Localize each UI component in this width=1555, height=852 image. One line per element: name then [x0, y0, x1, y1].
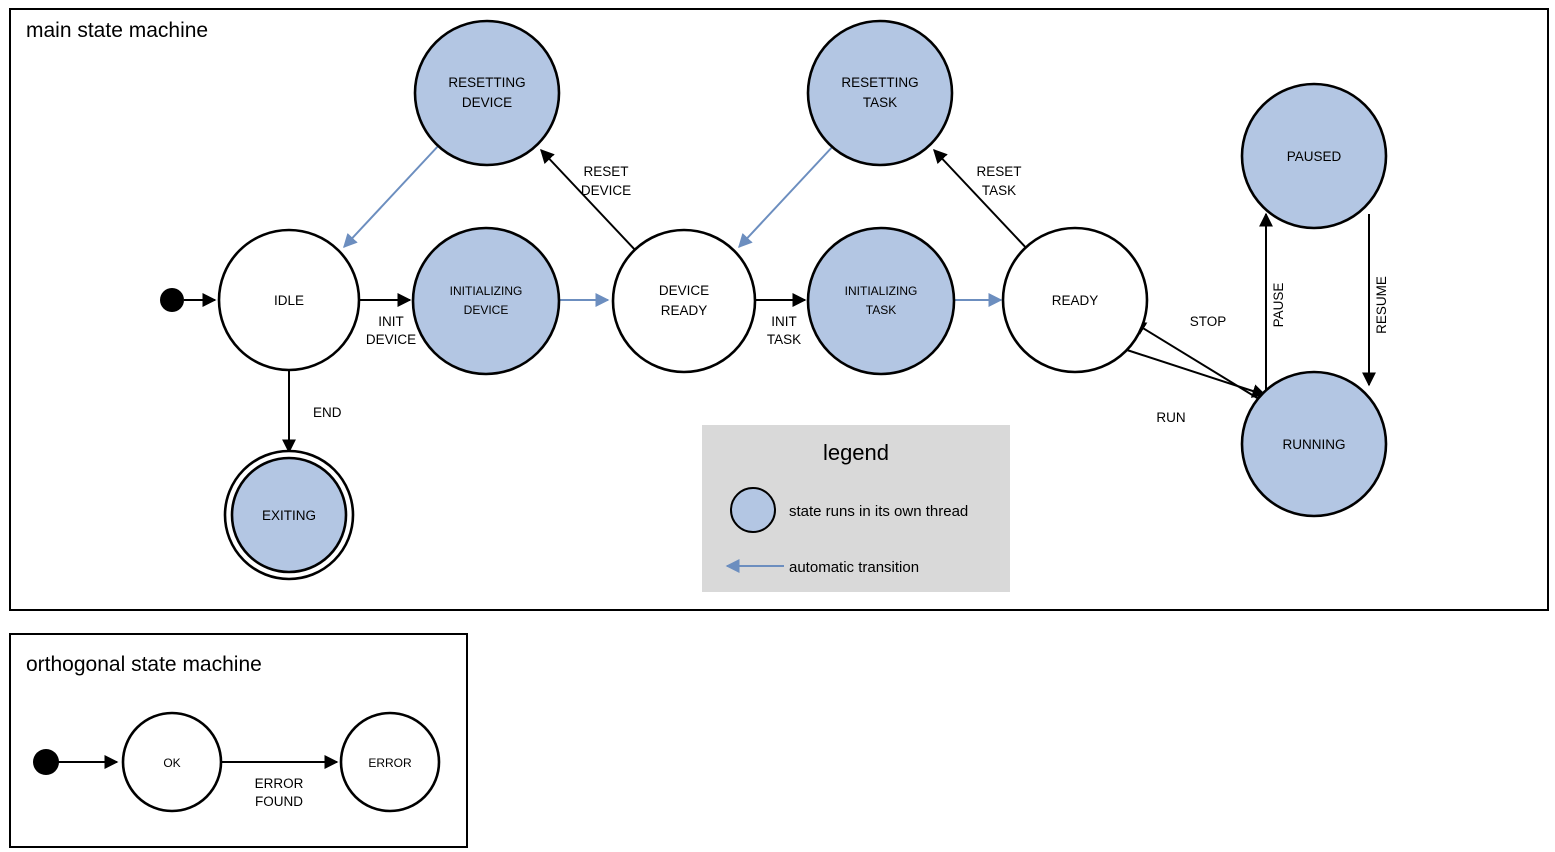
state-resetting-task[interactable]: RESETTING TASK: [806, 19, 954, 167]
state-initializing-device-label-line1: INITIALIZING: [450, 284, 523, 298]
state-error[interactable]: ERROR: [339, 711, 441, 813]
transition-label-run: RUN: [1156, 410, 1185, 425]
legend-thread-state-swatch-icon: [730, 487, 776, 533]
state-ready[interactable]: READY: [1001, 226, 1149, 374]
legend: legend state runs in its own thread auto…: [702, 425, 1010, 592]
state-ok-label: OK: [163, 756, 180, 770]
transition-label-stop: STOP: [1190, 314, 1227, 329]
state-idle-label: IDLE: [274, 293, 304, 308]
transition-ready-to-resetting-task: RESET TASK: [933, 148, 1031, 253]
orthogonal-state-machine-title: orthogonal state machine: [26, 653, 262, 676]
transition-label-init-device-line1: INIT: [378, 314, 404, 329]
legend-thread-state-text: state runs in its own thread: [789, 503, 968, 520]
state-initializing-task[interactable]: INITIALIZING TASK: [806, 226, 956, 376]
transition-device-ready-to-resetting-device: RESET DEVICE: [540, 148, 638, 253]
state-resetting-device-label-line1: RESETTING: [448, 75, 525, 90]
transition-running-to-paused: PAUSE: [1259, 212, 1286, 395]
legend-title: legend: [823, 440, 889, 465]
main-state-machine-title: main state machine: [26, 19, 208, 42]
transition-device-ready-to-initializing-task: INIT TASK: [755, 293, 807, 347]
state-device-ready[interactable]: DEVICE READY: [611, 228, 757, 374]
transition-running-to-ready: STOP: [1131, 314, 1268, 405]
state-idle[interactable]: IDLE: [217, 228, 361, 372]
transition-label-reset-task-line2: TASK: [982, 183, 1016, 198]
state-resetting-task-label-line1: RESETTING: [841, 75, 918, 90]
transition-resetting-task-to-device-ready: [738, 143, 836, 249]
legend-auto-transition-text: automatic transition: [789, 559, 919, 576]
state-exiting[interactable]: EXITING: [223, 449, 355, 581]
state-paused-label: PAUSED: [1287, 149, 1342, 164]
initial-state-dot-main: [160, 288, 184, 312]
transition-paused-to-running: RESUME: [1362, 214, 1389, 387]
state-device-ready-label-line1: DEVICE: [659, 283, 709, 298]
state-error-label: ERROR: [368, 756, 412, 770]
transition-ok-to-error: ERROR FOUND: [222, 755, 339, 809]
state-running[interactable]: RUNNING: [1240, 370, 1388, 518]
transition-label-end: END: [313, 405, 342, 420]
initial-state-dot-orthogonal: [33, 749, 59, 775]
transition-label-init-task-line2: TASK: [767, 332, 801, 347]
transition-idle-to-exiting: END: [282, 371, 342, 454]
transition-label-init-task-line1: INIT: [771, 314, 797, 329]
state-ready-label: READY: [1052, 293, 1099, 308]
transition-label-reset-device-line2: DEVICE: [581, 183, 631, 198]
transition-label-reset-device-line1: RESET: [583, 164, 628, 179]
transition-label-resume: RESUME: [1374, 276, 1389, 334]
state-running-label: RUNNING: [1283, 437, 1346, 452]
state-initializing-task-label-line2: TASK: [866, 303, 896, 317]
transition-label-reset-task-line1: RESET: [976, 164, 1021, 179]
transition-label-error-found-line2: FOUND: [255, 794, 303, 809]
transition-ready-to-running: RUN: [1126, 349, 1267, 425]
state-resetting-task-label-line2: TASK: [863, 95, 897, 110]
transition-resetting-device-to-idle: [343, 143, 441, 249]
state-initializing-task-label-line1: INITIALIZING: [845, 284, 918, 298]
state-ok[interactable]: OK: [121, 711, 223, 813]
transition-idle-to-initializing-device: INIT DEVICE: [360, 293, 416, 347]
state-resetting-device-label-line2: DEVICE: [462, 95, 512, 110]
state-initializing-device-label-line2: DEVICE: [464, 303, 509, 317]
transition-label-error-found-line1: ERROR: [255, 776, 304, 791]
state-paused[interactable]: PAUSED: [1240, 82, 1388, 230]
state-exiting-label: EXITING: [262, 508, 316, 523]
state-initializing-device[interactable]: INITIALIZING DEVICE: [411, 226, 561, 376]
transition-label-pause: PAUSE: [1271, 283, 1286, 328]
state-resetting-device[interactable]: RESETTING DEVICE: [413, 19, 561, 167]
state-device-ready-label-line2: READY: [661, 303, 708, 318]
transition-label-init-device-line2: DEVICE: [366, 332, 416, 347]
